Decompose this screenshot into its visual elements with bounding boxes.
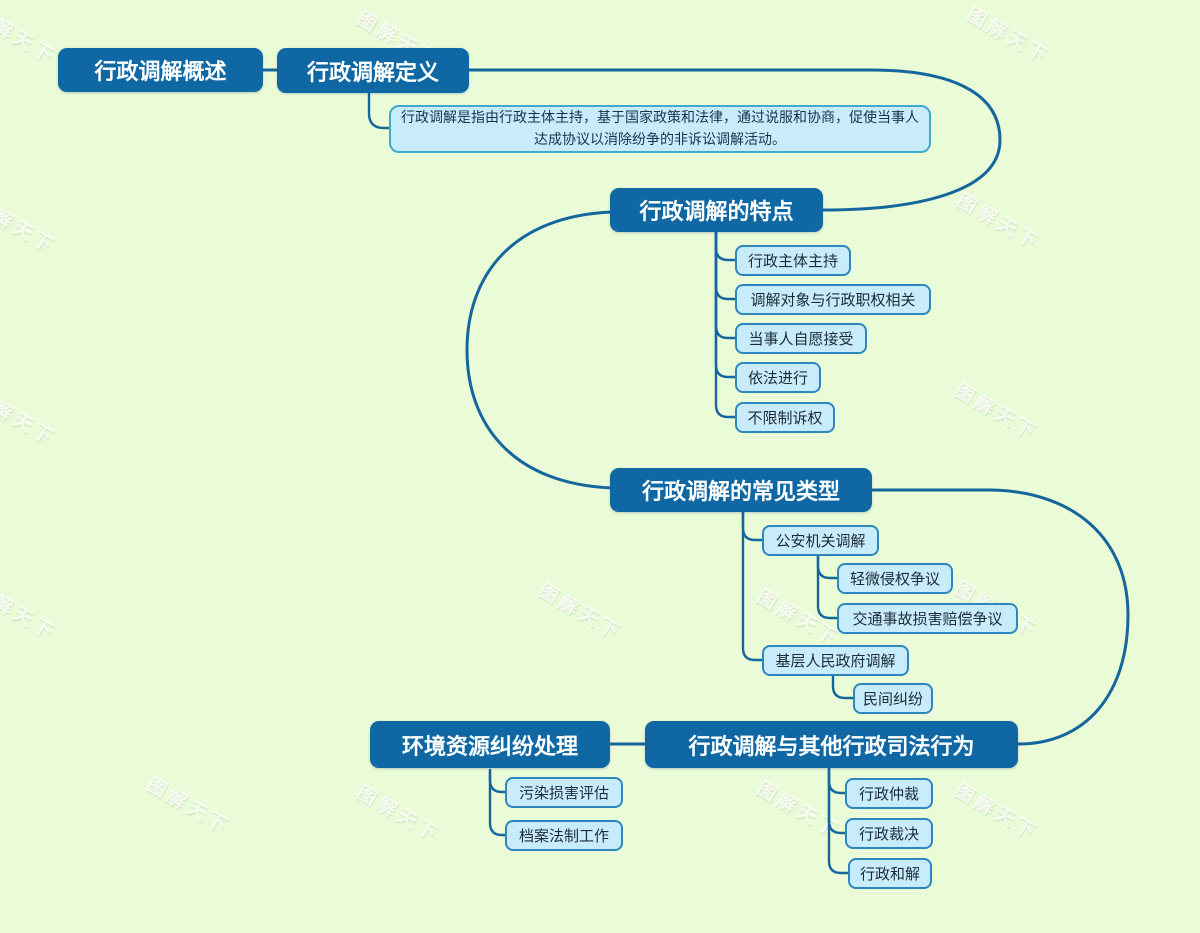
node-feature-item[interactable]: 调解对象与行政职权相关 xyxy=(735,284,931,315)
node-other[interactable]: 行政调解与其他行政司法行为 xyxy=(645,721,1018,768)
node-type-item[interactable]: 交通事故损害赔偿争议 xyxy=(837,603,1018,634)
node-type-police[interactable]: 公安机关调解 xyxy=(762,525,879,556)
node-other-item[interactable]: 行政仲裁 xyxy=(845,778,933,809)
node-other-item[interactable]: 行政和解 xyxy=(848,858,932,889)
node-definition[interactable]: 行政调解定义 xyxy=(277,48,469,93)
node-env-item[interactable]: 档案法制工作 xyxy=(505,820,623,851)
node-type-government[interactable]: 基层人民政府调解 xyxy=(762,645,909,676)
node-type-item[interactable]: 轻微侵权争议 xyxy=(837,563,953,594)
node-definition-note[interactable]: 行政调解是指由行政主体主持，基于国家政策和法律，通过说服和协商，促使当事人达成协… xyxy=(389,105,931,153)
node-feature-item[interactable]: 行政主体主持 xyxy=(735,245,851,276)
node-types[interactable]: 行政调解的常见类型 xyxy=(610,468,872,512)
node-feature-item[interactable]: 依法进行 xyxy=(735,362,821,393)
node-root[interactable]: 行政调解概述 xyxy=(58,48,263,92)
node-env-item[interactable]: 污染损害评估 xyxy=(505,777,623,808)
node-feature-item[interactable]: 当事人自愿接受 xyxy=(735,323,867,354)
node-other-item[interactable]: 行政裁决 xyxy=(845,818,933,849)
node-env[interactable]: 环境资源纠纷处理 xyxy=(370,721,610,768)
node-type-item[interactable]: 民间纠纷 xyxy=(853,683,933,714)
node-feature-item[interactable]: 不限制诉权 xyxy=(735,402,835,433)
node-features[interactable]: 行政调解的特点 xyxy=(610,188,823,232)
